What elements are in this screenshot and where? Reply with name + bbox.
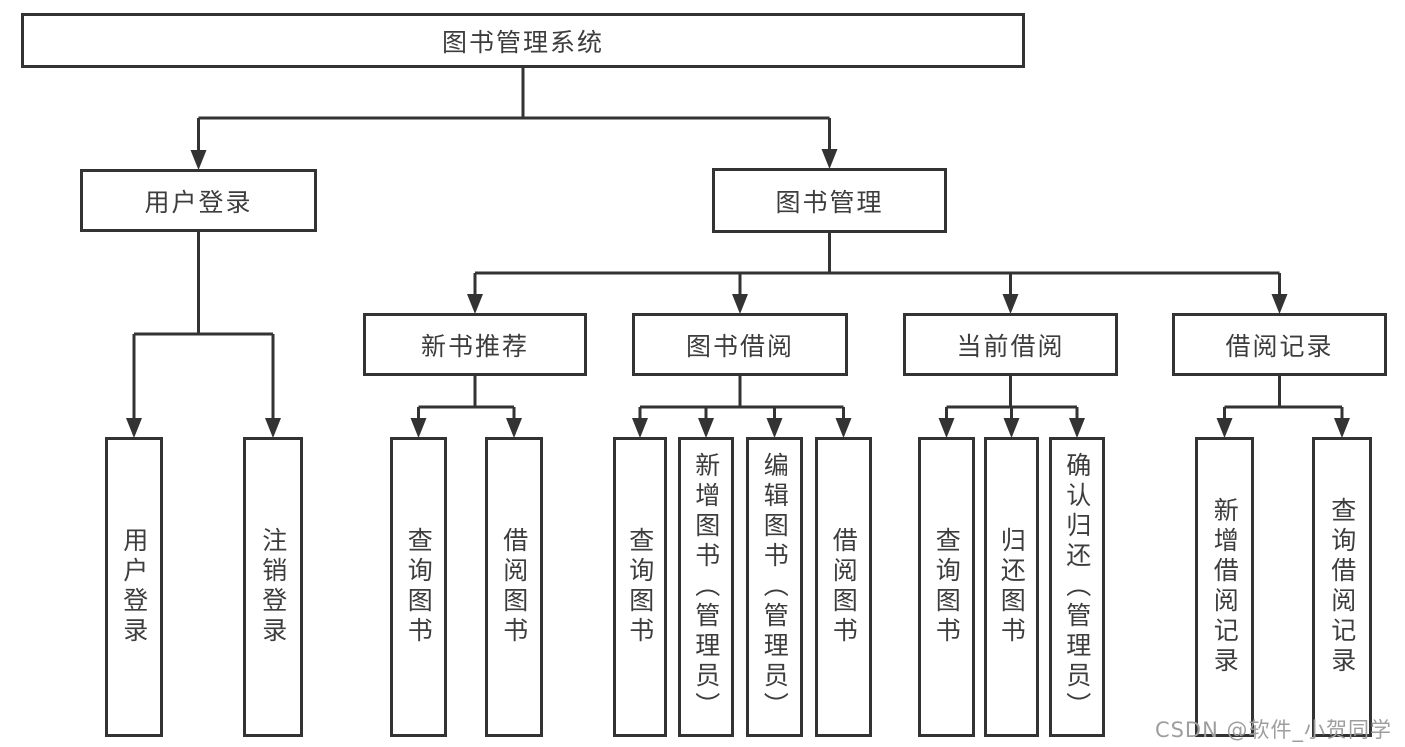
arrow-icon [1334,418,1350,438]
connector-current-borrow-to-leaves [945,376,1079,420]
arrow-icon [1003,418,1020,438]
arrow-icon [506,418,522,438]
connector-book-management-to-level3 [473,233,1281,296]
leaf-current-confirm-return: 确认归还（管理员） [1049,437,1105,737]
node-book-management: 图书管理 [712,168,947,233]
arrow-icon [732,294,748,314]
leaf-label: 查询图书 [932,527,962,647]
node-borrow-records: 借阅记录 [1172,313,1387,376]
leaf-label: 新增图书（管理员） [691,452,721,722]
leaf-label: 查询图书 [404,527,434,647]
arrow-icon [632,418,648,438]
leaf-label: 借阅图书 [499,527,529,647]
arrow-icon [467,294,483,314]
leaf-borrow-borrow-book: 借阅图书 [815,437,872,737]
arrow-icon [835,418,852,438]
arrowheads [126,149,1350,438]
node-current-borrow: 当前借阅 [903,313,1118,376]
leaf-label: 用户登录 [119,527,149,647]
node-book-borrow: 图书借阅 [632,313,848,376]
connector-book-borrow-to-leaves [638,376,845,420]
connector-user-login-to-leaves [132,232,275,420]
leaf-label: 查询图书 [625,527,655,647]
arrow-icon [1271,294,1288,314]
arrow-icon [1069,418,1085,438]
arrow-icon [821,149,838,169]
leaf-records-query-record: 查询借阅记录 [1312,437,1372,737]
leaf-label: 归还图书 [997,527,1027,647]
arrow-icon [410,418,427,438]
arrow-icon [1002,294,1019,314]
arrow-icon [190,150,207,170]
node-new-book-recommend: 新书推荐 [363,313,587,376]
leaf-recommend-borrow-book: 借阅图书 [485,437,543,737]
arrow-icon [1216,418,1233,438]
node-user-login: 用户登录 [80,169,317,232]
connector-borrow-records-to-leaves [1223,376,1344,420]
leaf-label: 注销登录 [258,527,288,647]
leaf-records-add-record: 新增借阅记录 [1195,437,1254,737]
arrow-icon [766,418,783,438]
leaf-current-return-book: 归还图书 [984,437,1039,737]
arrow-icon [265,418,281,438]
leaf-label: 新增借阅记录 [1210,497,1240,677]
arrow-icon [126,418,142,438]
connector-root-to-level2 [197,68,831,152]
leaf-label: 编辑图书（管理员） [760,452,790,722]
arrow-icon [698,418,714,438]
leaf-logout: 注销登录 [243,437,303,737]
leaf-recommend-query-book: 查询图书 [390,437,447,737]
leaf-current-query-book: 查询图书 [918,437,975,737]
leaf-label: 确认归还（管理员） [1062,452,1092,722]
leaf-borrow-edit-book: 编辑图书（管理员） [746,437,803,737]
leaf-borrow-add-book: 新增图书（管理员） [678,437,734,737]
arrow-icon [938,418,955,438]
connector-new-book-recommend-to-leaves [417,376,516,420]
leaf-borrow-query-book: 查询图书 [613,437,667,737]
leaf-label: 借阅图书 [829,527,859,647]
csdn-watermark: CSDN @软件_小贺同学 [1154,718,1392,742]
leaf-label: 查询借阅记录 [1327,497,1357,677]
leaf-user-login: 用户登录 [105,437,163,737]
node-root: 图书管理系统 [21,13,1025,68]
